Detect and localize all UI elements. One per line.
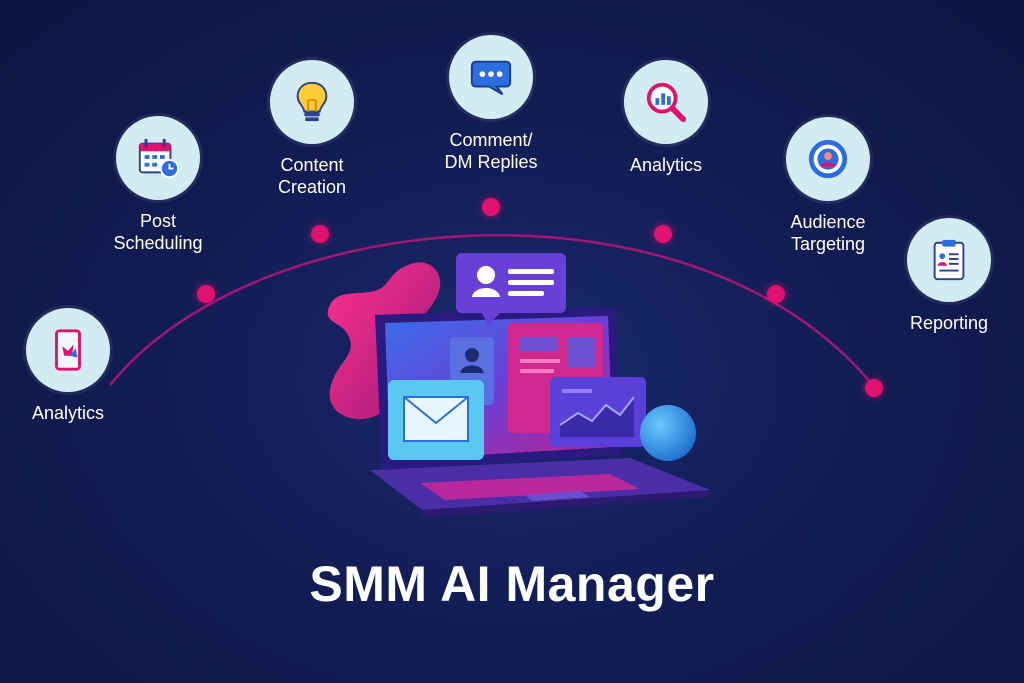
- feature-analytics-right: Analytics: [581, 60, 751, 176]
- page-title: SMM AI Manager: [309, 556, 715, 612]
- arc-node: [654, 225, 672, 243]
- feature-circle: [786, 117, 870, 201]
- arc-node: [482, 198, 500, 216]
- feature-audience-targeting: Audience Targeting: [743, 117, 913, 255]
- arc-node: [865, 379, 883, 397]
- lightbulb-icon: [296, 81, 328, 122]
- feature-label: Content Creation: [277, 155, 347, 197]
- feature-label: Post Scheduling: [113, 211, 203, 253]
- feature-post-scheduling: Post Scheduling: [73, 116, 243, 254]
- feature-label: Audience Targeting: [790, 212, 866, 254]
- arc-node: [767, 285, 785, 303]
- calendar-clock-icon: [138, 138, 180, 179]
- feature-label: Comment/ DM Replies: [444, 130, 538, 172]
- feature-comment-dm-replies: Comment/ DM Replies: [406, 35, 576, 173]
- decorative-sphere: [640, 405, 696, 461]
- feature-circle: [116, 116, 200, 200]
- feature-circle: [270, 60, 354, 144]
- feature-circle: [907, 218, 991, 302]
- arc-node: [197, 285, 215, 303]
- clipboard-report-icon: [933, 239, 965, 281]
- feature-content-creation: Content Creation: [227, 60, 397, 198]
- feature-analytics-left: Analytics: [0, 308, 153, 424]
- arc-node: [311, 225, 329, 243]
- feature-label: Analytics: [629, 155, 703, 175]
- feature-circle: [26, 308, 110, 392]
- feature-label: Analytics: [31, 403, 105, 423]
- laptop-illustration: [327, 253, 710, 518]
- feature-label: Reporting: [909, 313, 989, 333]
- chat-bubble-icon: [470, 60, 512, 96]
- feature-reporting: Reporting: [864, 218, 1024, 334]
- feature-circle: [624, 60, 708, 144]
- tablet-heart-icon: [55, 329, 81, 371]
- feature-circle: [449, 35, 533, 119]
- magnifier-chart-icon: [646, 82, 687, 123]
- target-user-icon: [808, 139, 848, 179]
